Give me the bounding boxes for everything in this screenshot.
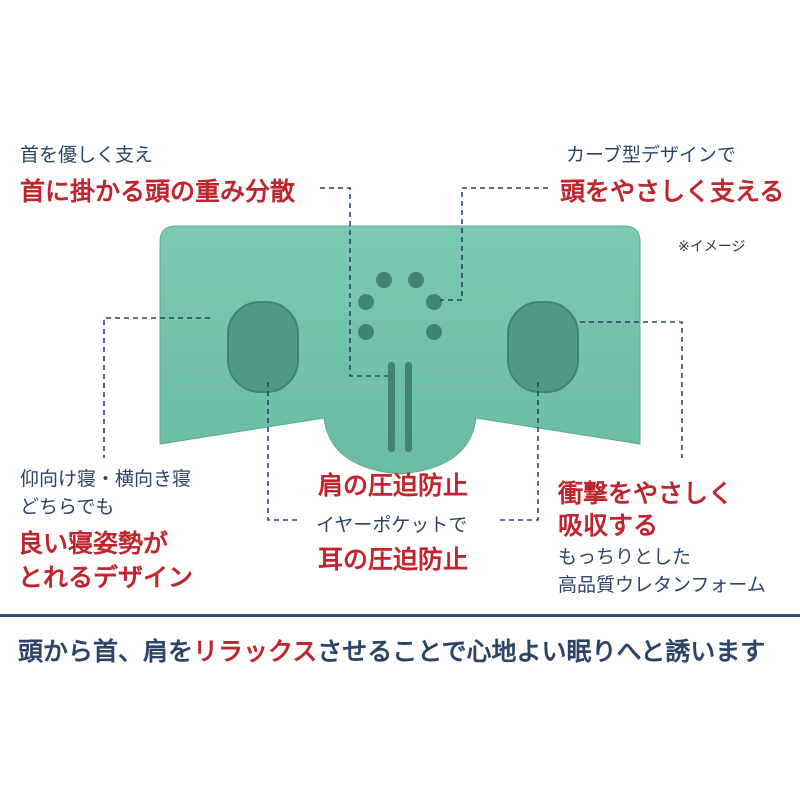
ear-pocket-left — [227, 301, 299, 393]
callout-right-title2: 吸収する — [558, 511, 659, 540]
callout-left-title2: とれるデザイン — [18, 563, 194, 592]
banner-part2: リラックス — [193, 637, 318, 666]
callout-left-title1: 良い寝姿勢が — [18, 529, 169, 558]
vent-hole — [358, 294, 374, 310]
banner-text: 頭から首、肩をリラックスさせることで心地よい眠りへと誘います — [18, 632, 765, 668]
center-slit — [405, 362, 412, 452]
center-slit — [388, 362, 395, 452]
callout-right-sub2: 高品質ウレタンフォーム — [558, 574, 766, 596]
pillow-body — [159, 225, 641, 475]
vent-hole — [358, 324, 374, 340]
vent-hole — [408, 272, 424, 288]
ear-pocket-right — [507, 301, 579, 393]
callout-left-line2: どちらでも — [20, 496, 115, 518]
callout-top-right-title: 頭をやさしく支える — [560, 177, 785, 206]
banner-part3: させることで心地よい眠りへと誘います — [317, 637, 766, 666]
vent-hole — [426, 324, 442, 340]
vent-hole — [376, 272, 392, 288]
callout-right-title1: 衝撃をやさしく — [558, 479, 734, 508]
callout-top-left-sub: 首を優しく支え — [20, 144, 154, 166]
divider-rule — [0, 614, 800, 617]
callout-right-sub1: もっちりとした — [558, 546, 692, 568]
callout-left-line1: 仰向け寝・横向き寝 — [20, 468, 192, 490]
callout-ear-title: 耳の圧迫防止 — [318, 545, 469, 574]
callout-top-right-sub: カーブ型デザインで — [566, 144, 736, 166]
leader-lines — [103, 187, 683, 521]
callout-ear-sub: イヤーポケットで — [316, 514, 468, 536]
callout-shoulder: 肩の圧迫防止 — [318, 471, 469, 500]
vent-hole — [426, 294, 442, 310]
callout-top-left-title: 首に掛かる頭の重み分散 — [20, 177, 296, 206]
image-note: ※イメージ — [678, 239, 746, 255]
banner-part1: 頭から首、肩を — [18, 637, 194, 666]
